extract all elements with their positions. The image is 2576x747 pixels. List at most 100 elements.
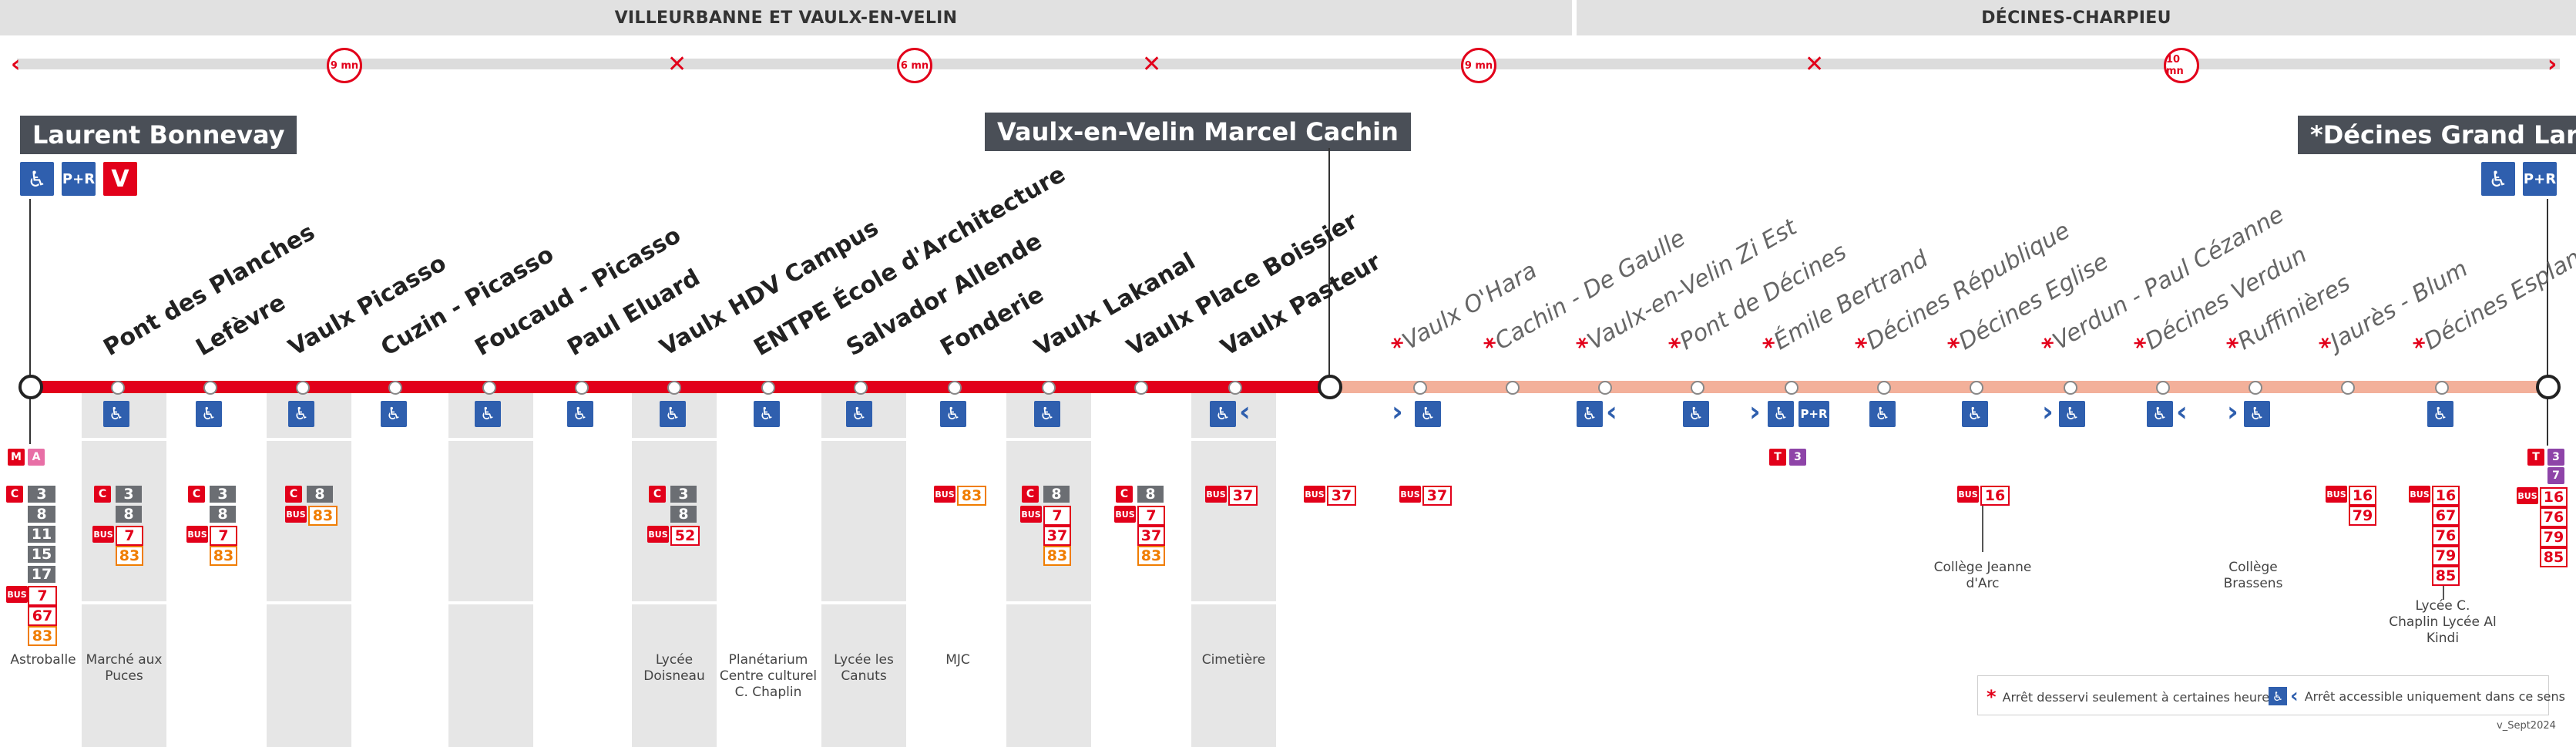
place-connector — [2443, 586, 2444, 600]
place-label: Marché aux Puces — [86, 652, 163, 684]
station-dot[interactable] — [111, 381, 125, 395]
tram-icon: T — [2527, 449, 2544, 466]
column-divider — [0, 601, 1279, 604]
wheelchair-icon: ♿ — [2481, 162, 2515, 196]
bus-line-number: 7 — [116, 526, 143, 546]
bus-line-number: 7 — [1137, 506, 1165, 526]
tram-icon: T — [1769, 449, 1786, 466]
station-dot[interactable] — [1691, 381, 1704, 395]
wheelchair-icon: ♿ — [1415, 401, 1441, 427]
place-label: Lycée C. Chaplin Lycée Al Kindi — [2389, 598, 2497, 646]
bus-line-number: 79 — [2349, 506, 2376, 526]
star-icon: * — [1987, 686, 1997, 708]
place-label: Collège Jeanne d'Arc — [1933, 560, 2032, 591]
terminus-node-bonnevay — [18, 375, 43, 399]
terminus-node-cachin — [1318, 375, 1342, 399]
bus-icon: BUS — [1399, 486, 1421, 503]
park-and-ride-icon: P+R — [2523, 162, 2557, 196]
station-dot[interactable] — [388, 381, 402, 395]
station-column — [82, 393, 166, 747]
wheelchair-icon: ♿ — [1683, 401, 1709, 427]
station-dot[interactable] — [761, 381, 775, 395]
bus-line-number: 37 — [1228, 486, 1258, 506]
c-line-icon: C — [285, 486, 302, 503]
night-bus-line-number: 83 — [1137, 546, 1165, 566]
station-dot[interactable] — [1134, 381, 1148, 395]
station-dot[interactable] — [2249, 381, 2262, 395]
night-bus-line-number: 83 — [957, 486, 986, 506]
terminus-node-grand-large — [2536, 375, 2561, 399]
legend-oneway: ♿ ‹ Arrêt accessible uniquement dans ce … — [2269, 685, 2565, 708]
wheelchair-icon: ♿ — [2059, 401, 2085, 427]
bus-line-number: 7 — [1043, 506, 1071, 526]
wheelchair-icon: ♿ — [660, 401, 686, 427]
bus-line-number: 67 — [28, 606, 57, 626]
timer-icon: 6 mn — [897, 48, 932, 83]
wheelchair-icon: ♿ — [1577, 401, 1603, 427]
bus-line-number: 37 — [1137, 526, 1165, 546]
station-dot[interactable] — [1970, 381, 1983, 395]
wheelchair-icon: ♿ — [1962, 401, 1988, 427]
station-dot[interactable] — [1413, 381, 1427, 395]
c-line-number: 8 — [670, 506, 697, 523]
terminus-connector — [1328, 148, 1330, 378]
bus-line-number: 16 — [2432, 486, 2460, 506]
timeline-separator: ✕ — [1805, 51, 1825, 78]
station-dot[interactable] — [667, 381, 681, 395]
legend-star-text: Arrêt desservi seulement à certaines heu… — [2002, 689, 2276, 705]
station-dot[interactable] — [1506, 381, 1520, 395]
station-dot[interactable] — [948, 381, 962, 395]
station-dot-play[interactable] — [575, 381, 589, 395]
c-line-number: 8 — [28, 506, 55, 523]
station-dot[interactable] — [482, 381, 496, 395]
station-dot[interactable] — [203, 381, 217, 395]
tram-line-3-icon: 3 — [2547, 449, 2564, 466]
metro-icon: M — [8, 449, 25, 466]
wheelchair-icon: ♿ — [475, 401, 501, 427]
station-dot[interactable] — [1228, 381, 1242, 395]
station-column — [448, 393, 533, 747]
bus-line-number: 85 — [2432, 566, 2460, 586]
station-dot[interactable] — [854, 381, 868, 395]
wheelchair-icon: ♿ — [288, 401, 314, 427]
place-label: MJC — [945, 652, 970, 668]
wheelchair-icon: ♿ — [381, 401, 407, 427]
station-dot[interactable] — [2341, 381, 2355, 395]
terminus-laurent-bonnevay: Laurent Bonnevay — [20, 116, 297, 154]
terminus-connector — [2547, 398, 2548, 446]
wheelchair-icon: ♿ — [846, 401, 872, 427]
station-dot[interactable] — [1042, 381, 1056, 395]
wheelchair-icon: ♿ — [1210, 401, 1236, 427]
bus-icon: BUS — [647, 526, 669, 543]
bus-line-number: 7 — [210, 526, 237, 546]
place-label: Lycée les Canuts — [834, 652, 894, 684]
bus-icon: BUS — [1205, 486, 1227, 503]
c-line-icon: C — [94, 486, 111, 503]
place-label: Astroballe — [10, 652, 76, 668]
station-column — [821, 393, 906, 747]
station-dot[interactable] — [1598, 381, 1612, 395]
station-dot[interactable] — [2156, 381, 2170, 395]
bus-line-number: 37 — [1422, 486, 1452, 506]
bus-line-number: 85 — [2540, 547, 2568, 567]
station-dot[interactable] — [2064, 381, 2077, 395]
wheelchair-icon: ♿ — [2269, 687, 2287, 705]
direction-arrow-left-icon: ‹ — [1606, 396, 1617, 428]
station-dot[interactable] — [1785, 381, 1798, 395]
wheelchair-icon: ♿ — [196, 401, 222, 427]
station-dot[interactable] — [2435, 381, 2449, 395]
timeline-separator: ✕ — [1142, 51, 1162, 78]
timeline-bar — [17, 59, 2560, 69]
wheelchair-icon: ♿ — [1768, 401, 1794, 427]
c-line-number: 17 — [28, 566, 55, 583]
station-column — [1191, 393, 1276, 747]
station-dot[interactable] — [296, 381, 310, 395]
night-bus-line-number: 83 — [210, 546, 237, 566]
bus-line-number: 76 — [2540, 507, 2568, 527]
c-line-number: 3 — [28, 486, 55, 503]
night-bus-line-number: 83 — [116, 546, 143, 566]
bus-line-number: 7 — [28, 586, 57, 606]
tram-line-3-icon: 3 — [1789, 449, 1806, 466]
c-line-number: 8 — [307, 486, 333, 503]
station-dot[interactable] — [1877, 381, 1891, 395]
